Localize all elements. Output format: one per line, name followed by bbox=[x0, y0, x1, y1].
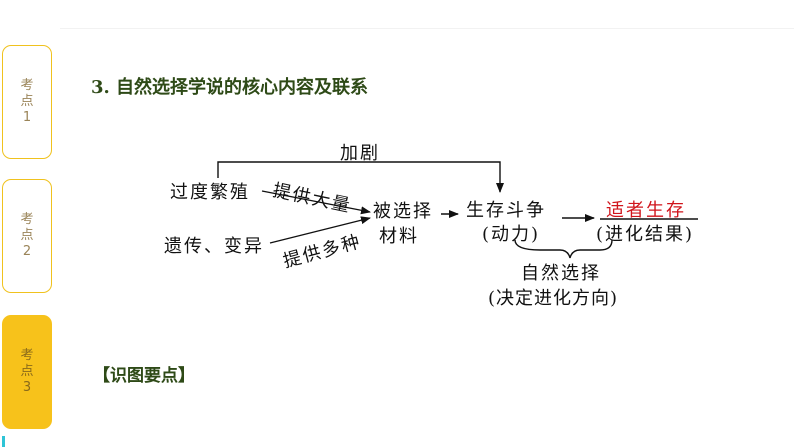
arrow-provide-many bbox=[261, 190, 371, 215]
label-overproduction: 过度繁殖 bbox=[170, 182, 250, 203]
header-divider bbox=[60, 28, 794, 29]
label-struggle: 生存斗争 bbox=[466, 200, 546, 221]
tab-label-line2: 点 bbox=[20, 364, 34, 379]
label-heredity-variation: 遗传、变异 bbox=[164, 236, 264, 257]
key-points-label: 【识图要点】 bbox=[93, 366, 195, 386]
label-intensify: 加剧 bbox=[340, 143, 380, 164]
label-selected-material-2: 材料 bbox=[379, 226, 419, 247]
label-evolution-result: (进化结果) bbox=[596, 224, 695, 245]
tab-kaodian-2[interactable]: 考 点 2 bbox=[2, 179, 52, 293]
label-selected-material-1: 被选择 bbox=[373, 201, 433, 222]
section-heading: 3. 自然选择学说的核心内容及联系 bbox=[91, 77, 369, 98]
tab-label-number: 1 bbox=[22, 110, 32, 125]
intensify-connector bbox=[217, 161, 504, 193]
tab-label-line1: 考 bbox=[20, 78, 34, 93]
tab-label-line1: 考 bbox=[20, 348, 34, 363]
corner-marker bbox=[2, 436, 5, 447]
natural-selection-brace bbox=[514, 239, 613, 259]
tab-label-line2: 点 bbox=[20, 228, 34, 243]
tab-label-number: 2 bbox=[22, 244, 32, 259]
label-decide-direction: (决定进化方向) bbox=[488, 288, 619, 309]
label-natural-selection: 自然选择 bbox=[521, 263, 601, 284]
tab-kaodian-1[interactable]: 考 点 1 bbox=[2, 45, 52, 159]
tab-label-line1: 考 bbox=[20, 212, 34, 227]
tab-label-line2: 点 bbox=[20, 94, 34, 109]
arrow-provide-various bbox=[269, 216, 371, 244]
tab-label-number: 3 bbox=[22, 380, 32, 395]
label-survival-fittest: 适者生存 bbox=[606, 200, 686, 221]
label-power: (动力) bbox=[482, 224, 541, 245]
tab-kaodian-3[interactable]: 考 点 3 bbox=[2, 315, 52, 429]
